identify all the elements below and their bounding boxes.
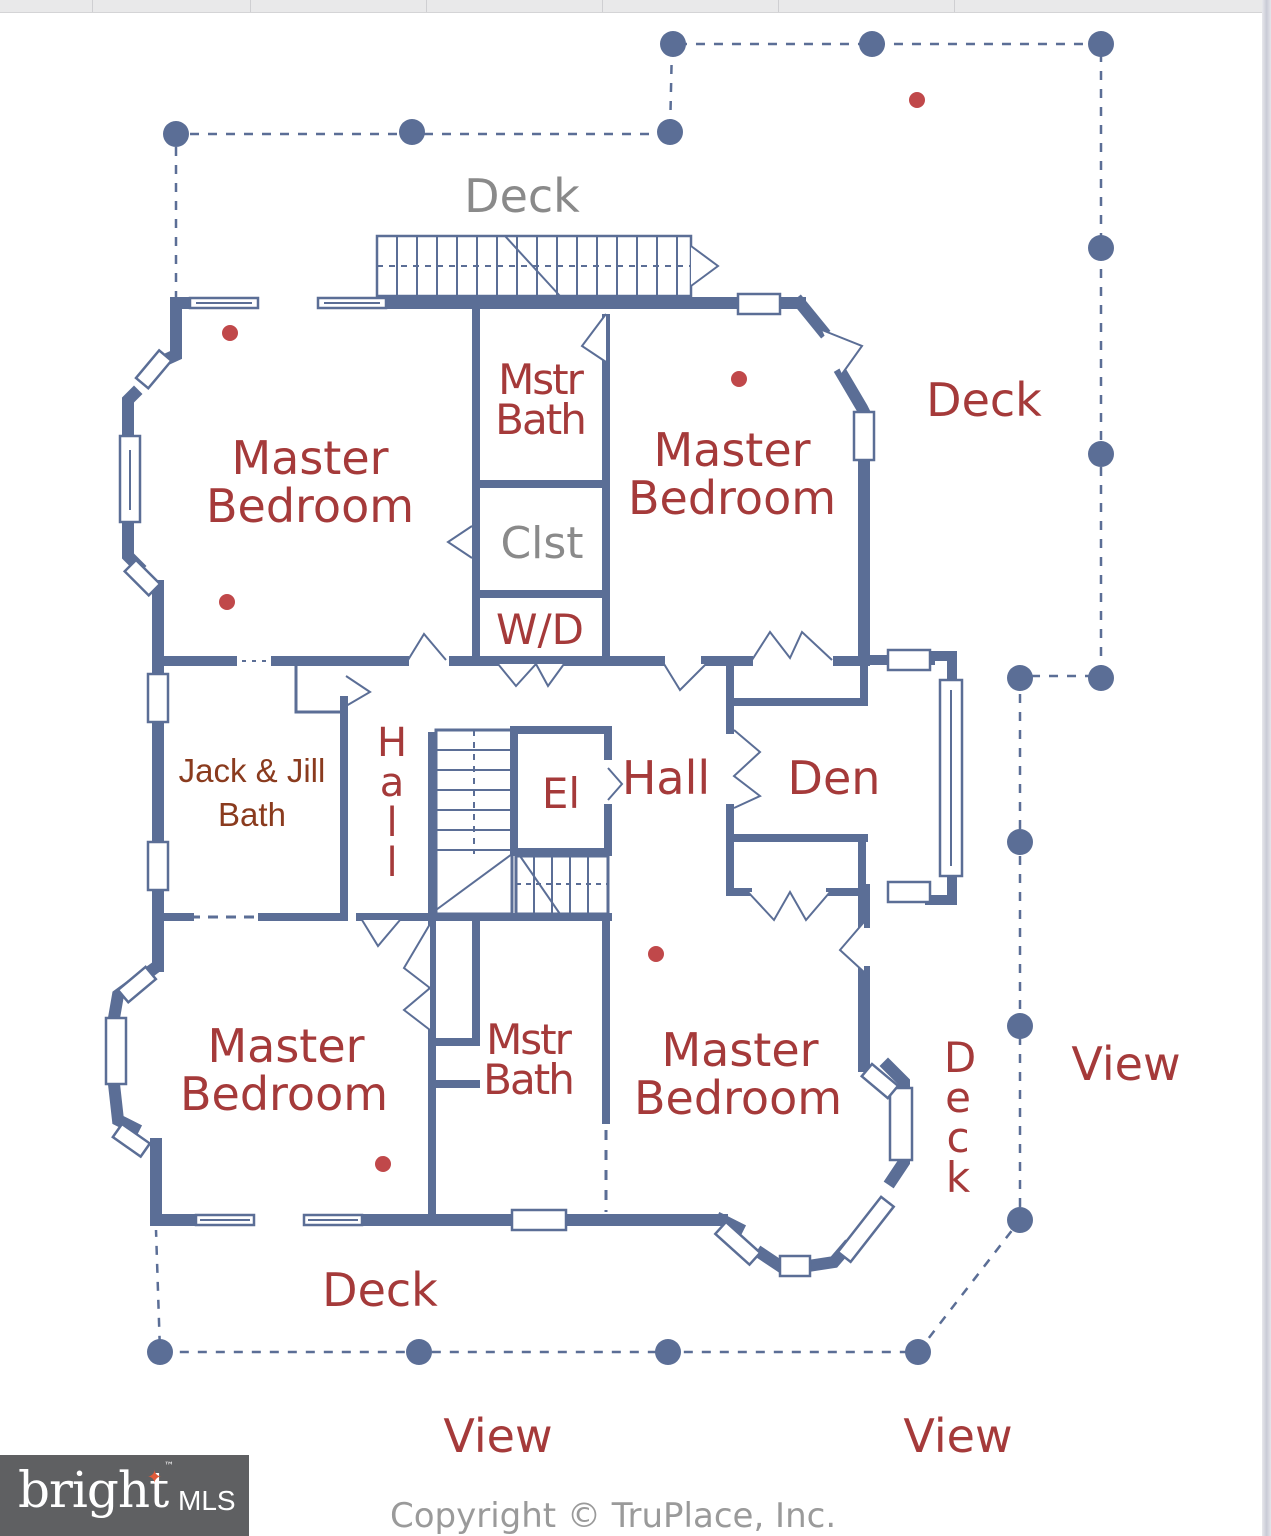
logo-trademark: ™ [164, 1461, 174, 1472]
hall-vertical-label: l [386, 800, 397, 846]
room-label-master-bedroom-se: Bedroom [634, 1071, 842, 1125]
marker-dots [219, 92, 925, 1172]
room-label-washer-dryer: W/D [496, 605, 584, 654]
room-label-master-bath-s: Mstr [486, 1015, 573, 1064]
room-label-master-bedroom-se: Master [661, 1023, 818, 1077]
tab-strip-segment [778, 0, 955, 12]
bright-mls-logo: bright ✦ ™ MLS [0, 1455, 249, 1536]
room-label-jack-jill-bath: Bath [218, 796, 286, 833]
room-label-master-bath-s: Bath [483, 1055, 573, 1104]
tab-strip-segment [602, 0, 779, 12]
view-label-south: View [443, 1409, 552, 1463]
view-label-east: View [1071, 1037, 1180, 1091]
tab-strip-segment [426, 0, 603, 12]
tab-strip-segment [0, 0, 93, 12]
room-label-master-bedroom-sw: Bedroom [180, 1067, 388, 1121]
deck-vertical-label: c [946, 1113, 969, 1162]
tab-strip-segment [250, 0, 427, 12]
room-label-closet: Clst [500, 518, 583, 569]
hall-vertical-label: H [377, 720, 407, 766]
view-label-southeast: View [903, 1409, 1012, 1463]
room-label-master-bedroom-nw: Master [231, 431, 388, 485]
deck-vertical-label: k [946, 1153, 971, 1202]
deck-label-east: Deck [926, 373, 1042, 427]
deck-vertical-label: e [945, 1073, 971, 1122]
deck-outline [147, 31, 1114, 1365]
windows [104, 292, 964, 1278]
deck-stairs [375, 234, 720, 298]
doors [190, 313, 865, 1031]
logo-mls: MLS [178, 1485, 236, 1516]
room-label-hall: Hall [622, 751, 710, 805]
logo-wordmark: bright [18, 1461, 169, 1519]
deck-label-north: Deck [464, 169, 580, 223]
deck-vertical-label: D [944, 1033, 976, 1082]
hall-vertical-label: l [386, 840, 397, 886]
room-label-master-bath-n: Mstr [498, 355, 585, 404]
room-label-den: Den [788, 751, 881, 805]
tab-strip-segment [92, 0, 251, 12]
room-label-master-bedroom-nw: Bedroom [206, 479, 414, 533]
hall-vertical-label: a [380, 760, 405, 806]
browser-top-bar [0, 0, 1271, 13]
room-label-master-bedroom-sw: Master [207, 1019, 364, 1073]
copyright-notice: Copyright © TruPlace, Inc. [390, 1496, 837, 1536]
room-label-master-bath-n: Bath [495, 395, 585, 444]
interior-walls [153, 299, 869, 1220]
room-label-master-bedroom-ne: Master [653, 423, 810, 477]
room-label-jack-jill-bath: Jack & Jill [179, 752, 326, 789]
deck-label-south: Deck [322, 1263, 438, 1317]
window-edge [1262, 0, 1271, 1536]
room-label-elevator: El [542, 769, 580, 818]
logo-spark-icon: ✦ [147, 1467, 163, 1488]
room-label-master-bedroom-ne: Bedroom [628, 471, 836, 525]
